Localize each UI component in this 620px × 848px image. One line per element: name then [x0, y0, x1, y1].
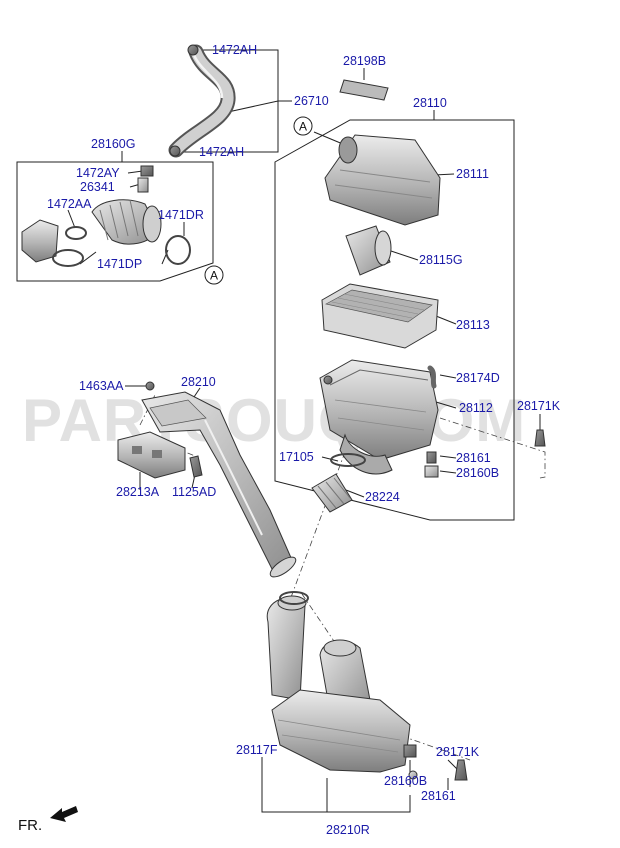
- body-28112: [319, 359, 439, 475]
- part-label-28224: 28224: [365, 490, 400, 504]
- front-arrow-icon: [50, 806, 78, 822]
- pipe-28115G: [345, 225, 392, 276]
- callout-a-top: A: [293, 116, 313, 136]
- part-label-28112: 28112: [459, 401, 493, 415]
- duct-28210: [141, 381, 297, 578]
- part-label-28115g: 28115G: [419, 253, 463, 267]
- part-label-1472aa: 1472AA: [47, 197, 92, 211]
- svg-text:A: A: [210, 269, 218, 283]
- front-direction-indicator: FR.: [18, 806, 78, 834]
- callout-a-bottom: A: [204, 265, 224, 285]
- part-label-17105: 17105: [279, 450, 314, 464]
- part-label-28210r: 28210R: [326, 823, 370, 837]
- part-label-28171k-bottom: 28171K: [436, 745, 480, 759]
- small-parts-right: [424, 429, 546, 478]
- part-label-28113: 28113: [456, 318, 490, 332]
- part-label-1471dr: 1471DR: [158, 208, 204, 222]
- hose-26710: [168, 44, 236, 158]
- part-label-28111: 28111: [456, 167, 489, 181]
- filter-28113: [321, 283, 439, 349]
- part-label-28210: 28210: [181, 375, 216, 389]
- part-label-1471dp: 1471DP: [97, 257, 142, 271]
- part-label-28160b-bottom: 28160B: [384, 774, 427, 788]
- part-label-28174d: 28174D: [456, 371, 500, 385]
- bracket-28213A: [117, 431, 203, 479]
- part-label-28161-bottom: 28161: [421, 789, 456, 803]
- svg-text:A: A: [299, 120, 307, 134]
- part-label-26341: 26341: [80, 180, 115, 194]
- part-label-1472ah-bottom: 1472AH: [199, 145, 244, 159]
- duct-28160G: [21, 165, 191, 267]
- hose-28224: [311, 473, 353, 513]
- resonator-28210R: [266, 591, 468, 781]
- part-labels: 1472AH 26710 28198B 28110 1472AH 28160G …: [47, 43, 561, 837]
- label-28198B: [339, 79, 389, 101]
- cover-28111: [324, 134, 441, 226]
- front-direction-label: FR.: [18, 817, 42, 834]
- part-label-1125ad: 1125AD: [172, 485, 216, 499]
- part-label-28117f: 28117F: [236, 743, 278, 757]
- part-label-28161-top: 28161: [456, 451, 491, 465]
- part-label-1472ah-top: 1472AH: [212, 43, 257, 57]
- leader-lines: [16, 49, 541, 813]
- part-label-28198b: 28198B: [343, 54, 386, 68]
- part-label-28171k-top: 28171K: [517, 399, 561, 413]
- part-label-1463aa: 1463AA: [79, 379, 124, 393]
- part-label-28160g: 28160G: [91, 137, 135, 151]
- part-label-1472ay: 1472AY: [76, 166, 120, 180]
- part-label-28110: 28110: [413, 96, 447, 110]
- watermark: PARTSOUQ.COM: [22, 387, 526, 454]
- part-label-28160b-top: 28160B: [456, 466, 499, 480]
- part-label-28213a: 28213A: [116, 485, 160, 499]
- part-label-26710: 26710: [294, 94, 329, 108]
